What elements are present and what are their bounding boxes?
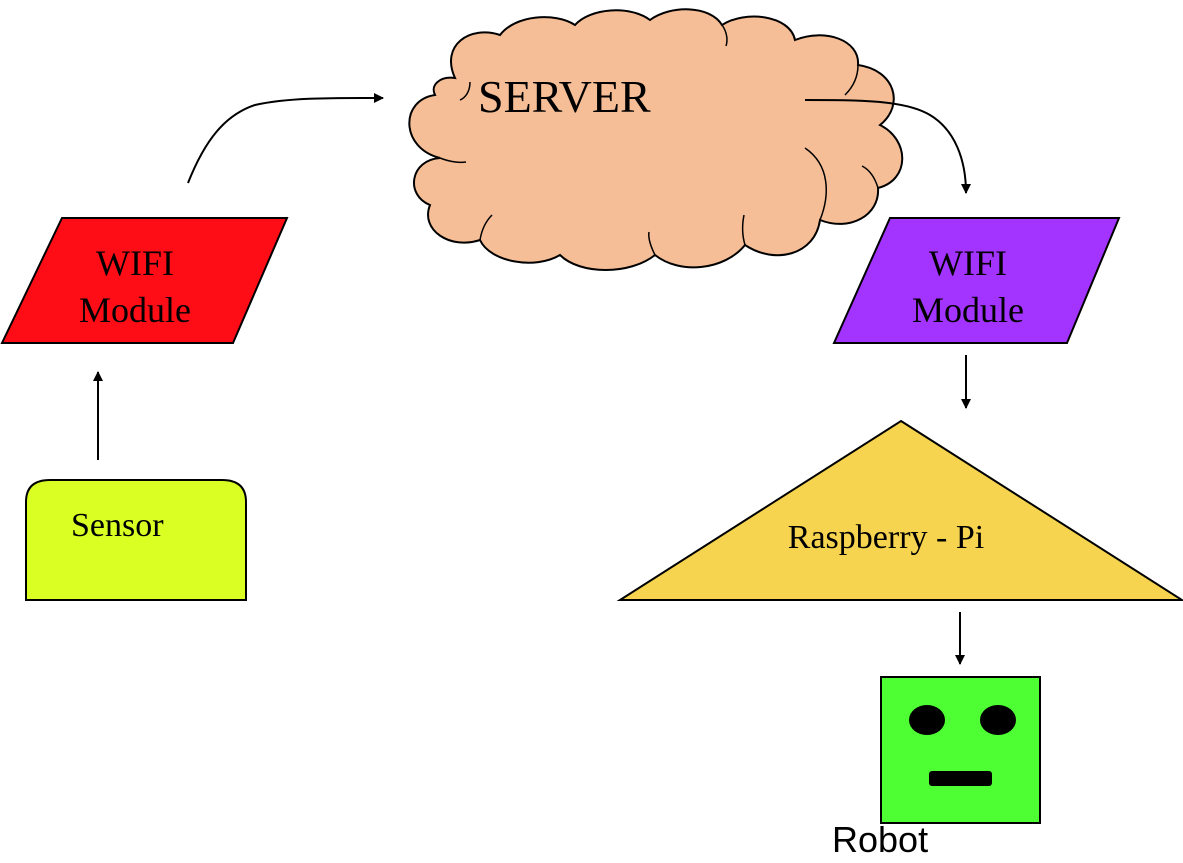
cloud-inner-curve — [804, 147, 827, 221]
wifi-module-right-shape — [832, 217, 1121, 344]
cloud-inner-curve — [721, 24, 728, 47]
robot-label: Robot — [832, 819, 928, 860]
sensor-block: Sensor — [25, 479, 247, 601]
wifi-module-left-label-line2: Module — [79, 290, 191, 330]
raspberry-pi-block: Raspberry - Pi — [616, 419, 1183, 601]
cloud-inner-curve — [648, 231, 656, 256]
sensor-label: Sensor — [71, 507, 164, 544]
cloud-inner-curve — [861, 165, 879, 189]
sensor-shape — [25, 479, 247, 601]
cloud-inner-curve — [479, 214, 493, 241]
arrow-server-to-wifi — [804, 99, 971, 194]
cloud-inner-curve — [741, 214, 746, 246]
wifi-module-left: WIFI Module — [0, 217, 289, 344]
wifi-module-right-label-line1: WIFI — [929, 243, 1007, 283]
robot-body — [880, 676, 1041, 824]
wifi-module-left-shape — [0, 217, 289, 344]
cloud-inner-curve — [844, 64, 859, 96]
server-cloud: SERVER — [408, 8, 904, 271]
wifi-module-left-label-line1: WIFI — [96, 243, 174, 283]
wifi-module-right: WIFI Module — [832, 217, 1121, 344]
arrow-wifi-to-server — [187, 92, 384, 184]
robot-right-eye — [980, 705, 1016, 735]
raspberry-pi-shape — [616, 419, 1183, 601]
robot-block: Robot — [832, 676, 1041, 860]
cloud-shape — [408, 8, 904, 271]
raspberry-pi-label: Raspberry - Pi — [788, 519, 984, 556]
cloud-inner-curve — [439, 157, 467, 164]
cloud-inner-curve — [459, 81, 471, 101]
robot-left-eye — [909, 705, 945, 735]
robot-mouth — [929, 771, 992, 786]
wifi-module-right-label-line2: Module — [912, 290, 1024, 330]
server-label: SERVER — [478, 71, 651, 122]
